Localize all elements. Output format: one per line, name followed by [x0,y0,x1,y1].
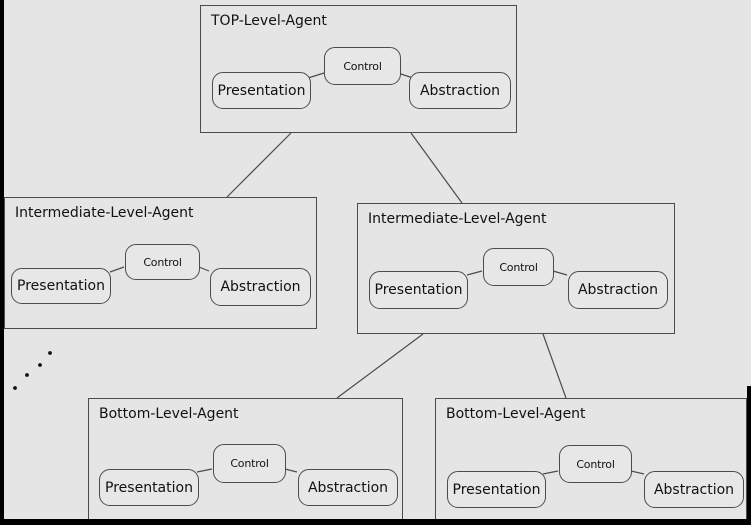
control-node: Control [213,444,286,483]
abstraction-node: Abstraction [409,72,511,109]
abstraction-node: Abstraction [210,268,311,306]
agent-intermediate-right: Intermediate-Level-Agent Presentation Co… [357,203,675,334]
control-node: Control [559,445,632,483]
agent-intermediate-left: Intermediate-Level-Agent Presentation Co… [4,197,317,329]
agent-bottom-left: Bottom-Level-Agent Presentation Control … [88,398,403,525]
screen-edge-right [747,386,751,525]
presentation-node: Presentation [99,469,199,506]
screen-edge-left [0,0,4,525]
abstraction-node: Abstraction [298,469,398,506]
edge-intermediate-right-to-bottom-left [336,333,424,399]
control-node: Control [324,47,401,85]
abstraction-node: Abstraction [568,271,668,309]
agent-top-level: TOP-Level-Agent Presentation Control Abs… [200,5,517,133]
agent-title: TOP-Level-Agent [211,13,327,29]
agent-title: Bottom-Level-Agent [99,406,239,422]
agent-bottom-right: Bottom-Level-Agent Presentation Control … [435,398,747,525]
control-node: Control [125,244,200,280]
agent-title: Intermediate-Level-Agent [15,205,194,221]
agent-title: Intermediate-Level-Agent [368,211,547,227]
presentation-node: Presentation [447,471,546,508]
presentation-node: Presentation [212,72,311,109]
ellipsis-dots [13,351,52,390]
abstraction-node: Abstraction [644,471,744,508]
presentation-node: Presentation [369,271,468,309]
presentation-node: Presentation [11,268,111,304]
screen-edge-bottom [0,519,751,525]
edge-intermediate-right-to-bottom-right [542,333,567,399]
control-node: Control [483,248,554,286]
edge-top-to-intermediate-left [226,132,292,198]
edge-top-to-intermediate-right [410,132,463,204]
agent-title: Bottom-Level-Agent [446,406,586,422]
